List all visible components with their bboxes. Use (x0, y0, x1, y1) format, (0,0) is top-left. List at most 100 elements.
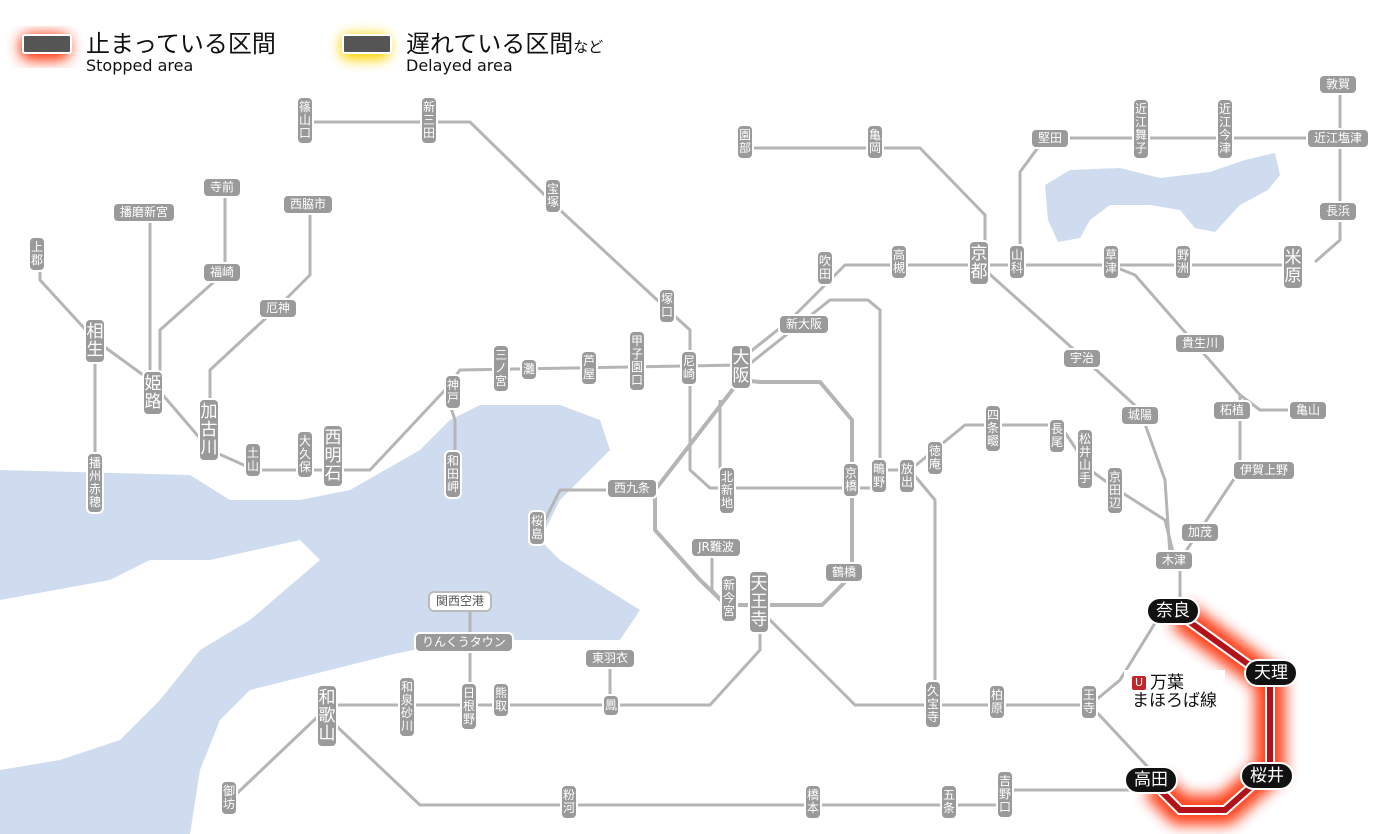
line-loop (653, 378, 854, 607)
station-kusatsu[interactable]: 草津 (1102, 244, 1120, 280)
line-osaka-higashi (908, 469, 937, 705)
station-higashihagoromo[interactable]: 東羽衣 (584, 648, 637, 669)
station-rinku[interactable]: りんくうタウン (414, 632, 514, 653)
station-kyoto[interactable]: 京都 (968, 240, 990, 286)
station-sonobe[interactable]: 園部 (736, 124, 754, 160)
station-kameoka[interactable]: 亀岡 (866, 124, 884, 160)
station-omishiotsu[interactable]: 近江塩津 (1306, 128, 1371, 149)
legend-stopped-jp: 止まっている区間 (86, 30, 276, 58)
station-harimashinmiya[interactable]: 播磨新宮 (112, 202, 177, 223)
station-nagao[interactable]: 長尾 (1048, 418, 1066, 454)
station-yashiro[interactable]: 厄神 (258, 298, 299, 319)
station-sannomiya[interactable]: 三ノ宮 (492, 344, 510, 393)
station-sakurajima[interactable]: 桜島 (528, 510, 546, 546)
line-sanin (745, 146, 987, 265)
legend-stopped-en: Stopped area (86, 56, 194, 75)
station-kokawa[interactable]: 粉河 (560, 784, 578, 820)
station-nishiwakishi[interactable]: 西脇市 (282, 194, 335, 215)
station-takarazuka[interactable]: 宝塚 (544, 178, 562, 214)
station-suita[interactable]: 吹田 (816, 250, 834, 286)
station-amagasaki[interactable]: 尼崎 (680, 350, 698, 386)
station-oji[interactable]: 王寺 (1080, 684, 1098, 720)
station-nishikujo[interactable]: 西九条 (606, 478, 659, 499)
station-kashiwara[interactable]: 柏原 (988, 684, 1006, 720)
station-hanaten[interactable]: 放出 (898, 458, 916, 494)
station-wadamisaki[interactable]: 和田岬 (444, 450, 462, 499)
station-kobe[interactable]: 神戸 (444, 374, 462, 410)
legend-delayed-jp: 遅れている区間など (406, 30, 604, 58)
station-nara[interactable]: 奈良 (1146, 597, 1200, 625)
station-shijonawate[interactable]: 四条畷 (984, 404, 1002, 453)
station-fukusaki[interactable]: 福崎 (202, 262, 243, 283)
station-kameyama[interactable]: 亀山 (1288, 400, 1329, 421)
seto-sea-east (0, 540, 320, 770)
station-izumisunagawa[interactable]: 和泉砂川 (398, 676, 416, 738)
station-osaka[interactable]: 大阪 (730, 344, 752, 390)
osaka-bay (0, 405, 640, 834)
station-igaueno[interactable]: 伊賀上野 (1232, 460, 1297, 481)
station-banshuako[interactable]: 播州赤穂 (86, 452, 104, 514)
station-yoshinoguchi[interactable]: 吉野口 (996, 770, 1014, 819)
station-jrnamba[interactable]: JR難波 (690, 537, 742, 558)
station-otori[interactable]: 鳳 (602, 694, 620, 717)
station-maibara[interactable]: 米原 (1282, 244, 1304, 290)
station-gobo[interactable]: 御坊 (220, 780, 238, 816)
station-katata[interactable]: 堅田 (1030, 128, 1071, 149)
station-wakayama[interactable]: 和歌山 (316, 684, 338, 748)
station-hineno[interactable]: 日根野 (460, 682, 478, 731)
station-omimaiko[interactable]: 近江舞子 (1132, 98, 1150, 160)
station-omiimazu[interactable]: 近江今津 (1216, 98, 1234, 160)
station-okubo[interactable]: 大久保 (296, 430, 314, 479)
line-tokaido (739, 263, 1295, 362)
station-tsuruhashi[interactable]: 鶴橋 (824, 562, 865, 583)
station-kyuhoji[interactable]: 久宝寺 (924, 680, 942, 729)
station-nada[interactable]: 灘 (520, 358, 538, 381)
station-shinimamiya[interactable]: 新今宮 (720, 574, 738, 623)
lake-biwa (1045, 153, 1280, 242)
station-koshienguchi[interactable]: 甲子園口 (628, 330, 646, 392)
station-matsuiyamate[interactable]: 松井山手 (1076, 428, 1094, 490)
station-yasu[interactable]: 野洲 (1174, 244, 1192, 280)
station-sasayamaguchi[interactable]: 篠山口 (296, 96, 314, 145)
station-shinsanda[interactable]: 新三田 (420, 96, 438, 145)
station-kizu[interactable]: 木津 (1154, 550, 1195, 571)
station-dobo[interactable]: 土山 (244, 442, 262, 478)
station-kitashinchi[interactable]: 北新地 (718, 466, 736, 515)
station-nagahama[interactable]: 長浜 (1318, 201, 1359, 222)
station-kamigori[interactable]: 上郡 (28, 236, 46, 272)
station-aioi[interactable]: 相生 (84, 318, 106, 364)
legend-delayed-swatch (342, 34, 392, 54)
station-tsukaguchi[interactable]: 塚口 (658, 288, 676, 324)
station-sakurai[interactable]: 桜井 (1240, 762, 1294, 790)
station-takada[interactable]: 高田 (1124, 766, 1178, 794)
station-tokuan[interactable]: 徳庵 (926, 440, 944, 476)
station-tenri[interactable]: 天理 (1244, 659, 1298, 687)
station-kakogawa[interactable]: 加古川 (198, 398, 220, 462)
station-tennoji[interactable]: 天王寺 (748, 570, 770, 634)
station-teramae[interactable]: 寺前 (202, 177, 243, 198)
station-tsuge[interactable]: 柘植 (1212, 400, 1253, 421)
station-gojo[interactable]: 五条 (940, 784, 958, 820)
station-nishiakashi[interactable]: 西明石 (322, 424, 344, 488)
station-yamashina[interactable]: 山科 (1008, 244, 1026, 280)
station-uji[interactable]: 宇治 (1062, 348, 1103, 369)
station-kibukawa[interactable]: 貴生川 (1174, 333, 1227, 354)
legend-delayed-en: Delayed area (406, 56, 513, 75)
station-tsuruga[interactable]: 敦賀 (1318, 74, 1359, 95)
station-takatsuki[interactable]: 高槻 (890, 244, 908, 280)
line-wakayama (328, 718, 1161, 807)
station-ashiya[interactable]: 芦屋 (580, 350, 598, 386)
station-kyobashi[interactable]: 京橋 (842, 462, 860, 498)
water-areas (0, 153, 1280, 834)
station-himeji[interactable]: 姫路 (142, 370, 164, 416)
station-kyotanabe[interactable]: 京田辺 (1106, 466, 1124, 515)
station-shinosaka[interactable]: 新大阪 (778, 314, 831, 335)
station-kamo[interactable]: 加茂 (1180, 522, 1221, 543)
station-kansaiairport[interactable]: 関西空港 (428, 591, 493, 612)
station-kumatori[interactable]: 熊取 (492, 682, 510, 718)
station-shigino[interactable]: 鴫野 (870, 458, 888, 494)
station-joyo[interactable]: 城陽 (1120, 405, 1161, 426)
station-hashimoto[interactable]: 橋本 (804, 784, 822, 820)
line-gakkentoshi (880, 423, 1177, 561)
